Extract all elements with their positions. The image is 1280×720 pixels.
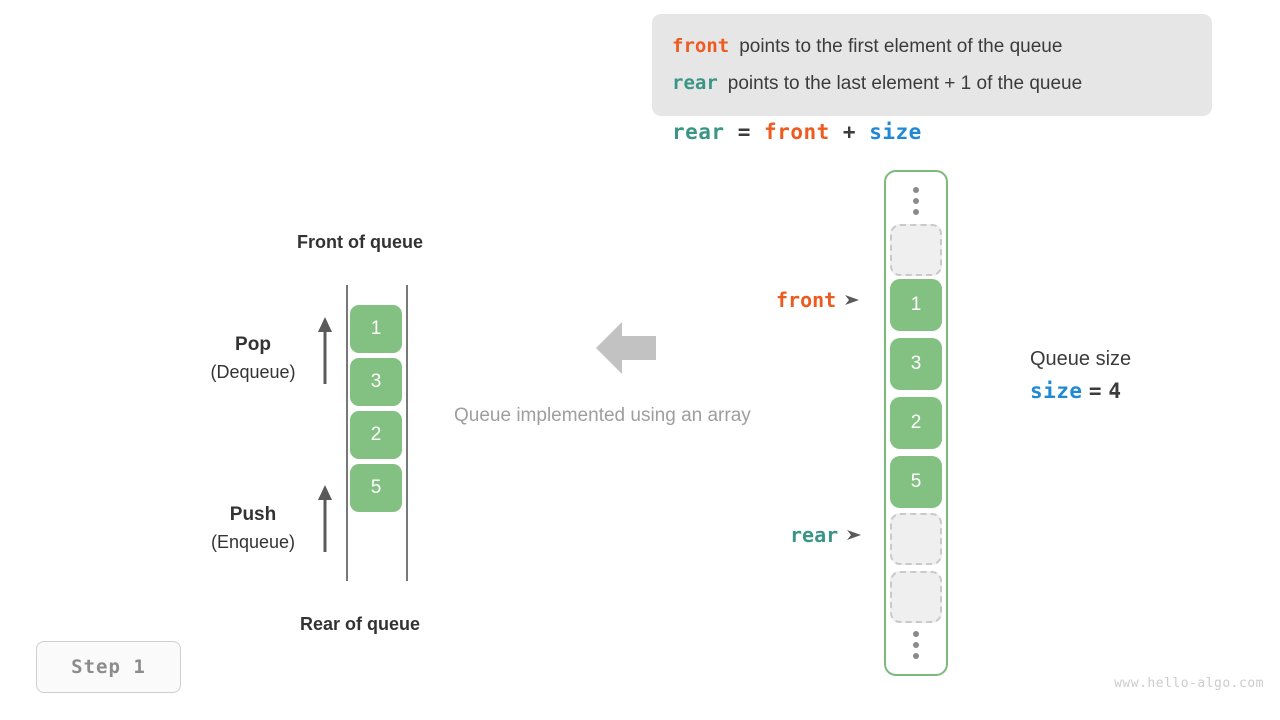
pop-up-arrow-icon: [318, 317, 332, 384]
size-value: 4: [1108, 379, 1122, 403]
array-ellipsis-top-icon: [890, 180, 942, 222]
front-of-queue-label: Front of queue: [297, 232, 423, 252]
array-filled-slot: 1: [890, 279, 942, 331]
queue-cell: 2: [350, 411, 402, 459]
queue-cell: 1: [350, 305, 402, 353]
pointer-arrow-icon: [845, 295, 860, 305]
front-pointer-label: front: [776, 288, 837, 312]
pointer-arrow-icon: [847, 530, 862, 540]
queue-cell: 5: [350, 464, 402, 512]
array-filled-slot: 5: [890, 456, 942, 508]
left-pointing-arrow-icon: [596, 322, 656, 374]
array-filled-slot: 3: [890, 338, 942, 390]
formula-plus: +: [842, 120, 857, 144]
definition-info-box: front points to the first element of the …: [652, 14, 1212, 116]
enqueue-label: (Enqueue): [210, 532, 296, 552]
rear-pointer: rear: [790, 523, 862, 547]
formula-rhs-size: size: [869, 120, 922, 144]
pop-label: Pop: [235, 334, 271, 355]
pop-operation-label: Pop (Dequeue): [178, 332, 328, 386]
queue-size-note: Queue size size = 4: [1030, 344, 1131, 409]
info-line-rear: rear points to the last element + 1 of th…: [672, 65, 1194, 102]
push-operation-label: Push (Enqueue): [178, 502, 328, 556]
array-empty-slot: [890, 513, 942, 565]
formula-rear-equals-front-plus-size: rear = front + size: [672, 120, 922, 144]
array-ellipsis-bottom-icon: [890, 624, 942, 666]
queue-size-title: Queue size: [1030, 348, 1132, 370]
array-filled-slot: 2: [890, 397, 942, 449]
array-empty-slot: [890, 224, 942, 276]
push-label: Push: [229, 504, 277, 525]
formula-rhs-front: front: [764, 120, 830, 144]
queue-size-expression: size = 4: [1030, 374, 1131, 409]
info-line-front: front points to the first element of the …: [672, 28, 1194, 65]
dequeue-label: (Dequeue): [210, 362, 296, 382]
queue-rail-left: [346, 285, 348, 581]
size-keyword: size: [1030, 379, 1083, 403]
diagram-caption: Queue implemented using an array: [454, 405, 751, 426]
rear-pointer-label: rear: [790, 523, 839, 547]
keyword-rear: rear: [672, 72, 718, 94]
push-up-arrow-icon: [318, 485, 332, 552]
array-empty-slot: [890, 571, 942, 623]
array-container: 1 3 2 5: [884, 170, 948, 676]
size-operator: =: [1088, 379, 1103, 403]
formula-equals: =: [737, 120, 751, 144]
formula-lhs: rear: [672, 120, 725, 144]
watermark: www.hello-algo.com: [1114, 676, 1264, 691]
info-rear-description: points to the last element + 1 of the qu…: [727, 73, 1083, 94]
keyword-front: front: [672, 35, 730, 57]
rear-of-queue-label: Rear of queue: [300, 614, 421, 634]
queue-cell: 3: [350, 358, 402, 406]
array-slots: 1 3 2 5: [886, 172, 946, 674]
step-badge[interactable]: Step 1: [36, 641, 181, 693]
front-pointer: front: [776, 288, 860, 312]
queue-rail-right: [406, 285, 408, 581]
info-front-description: points to the first element of the queue: [739, 36, 1063, 57]
